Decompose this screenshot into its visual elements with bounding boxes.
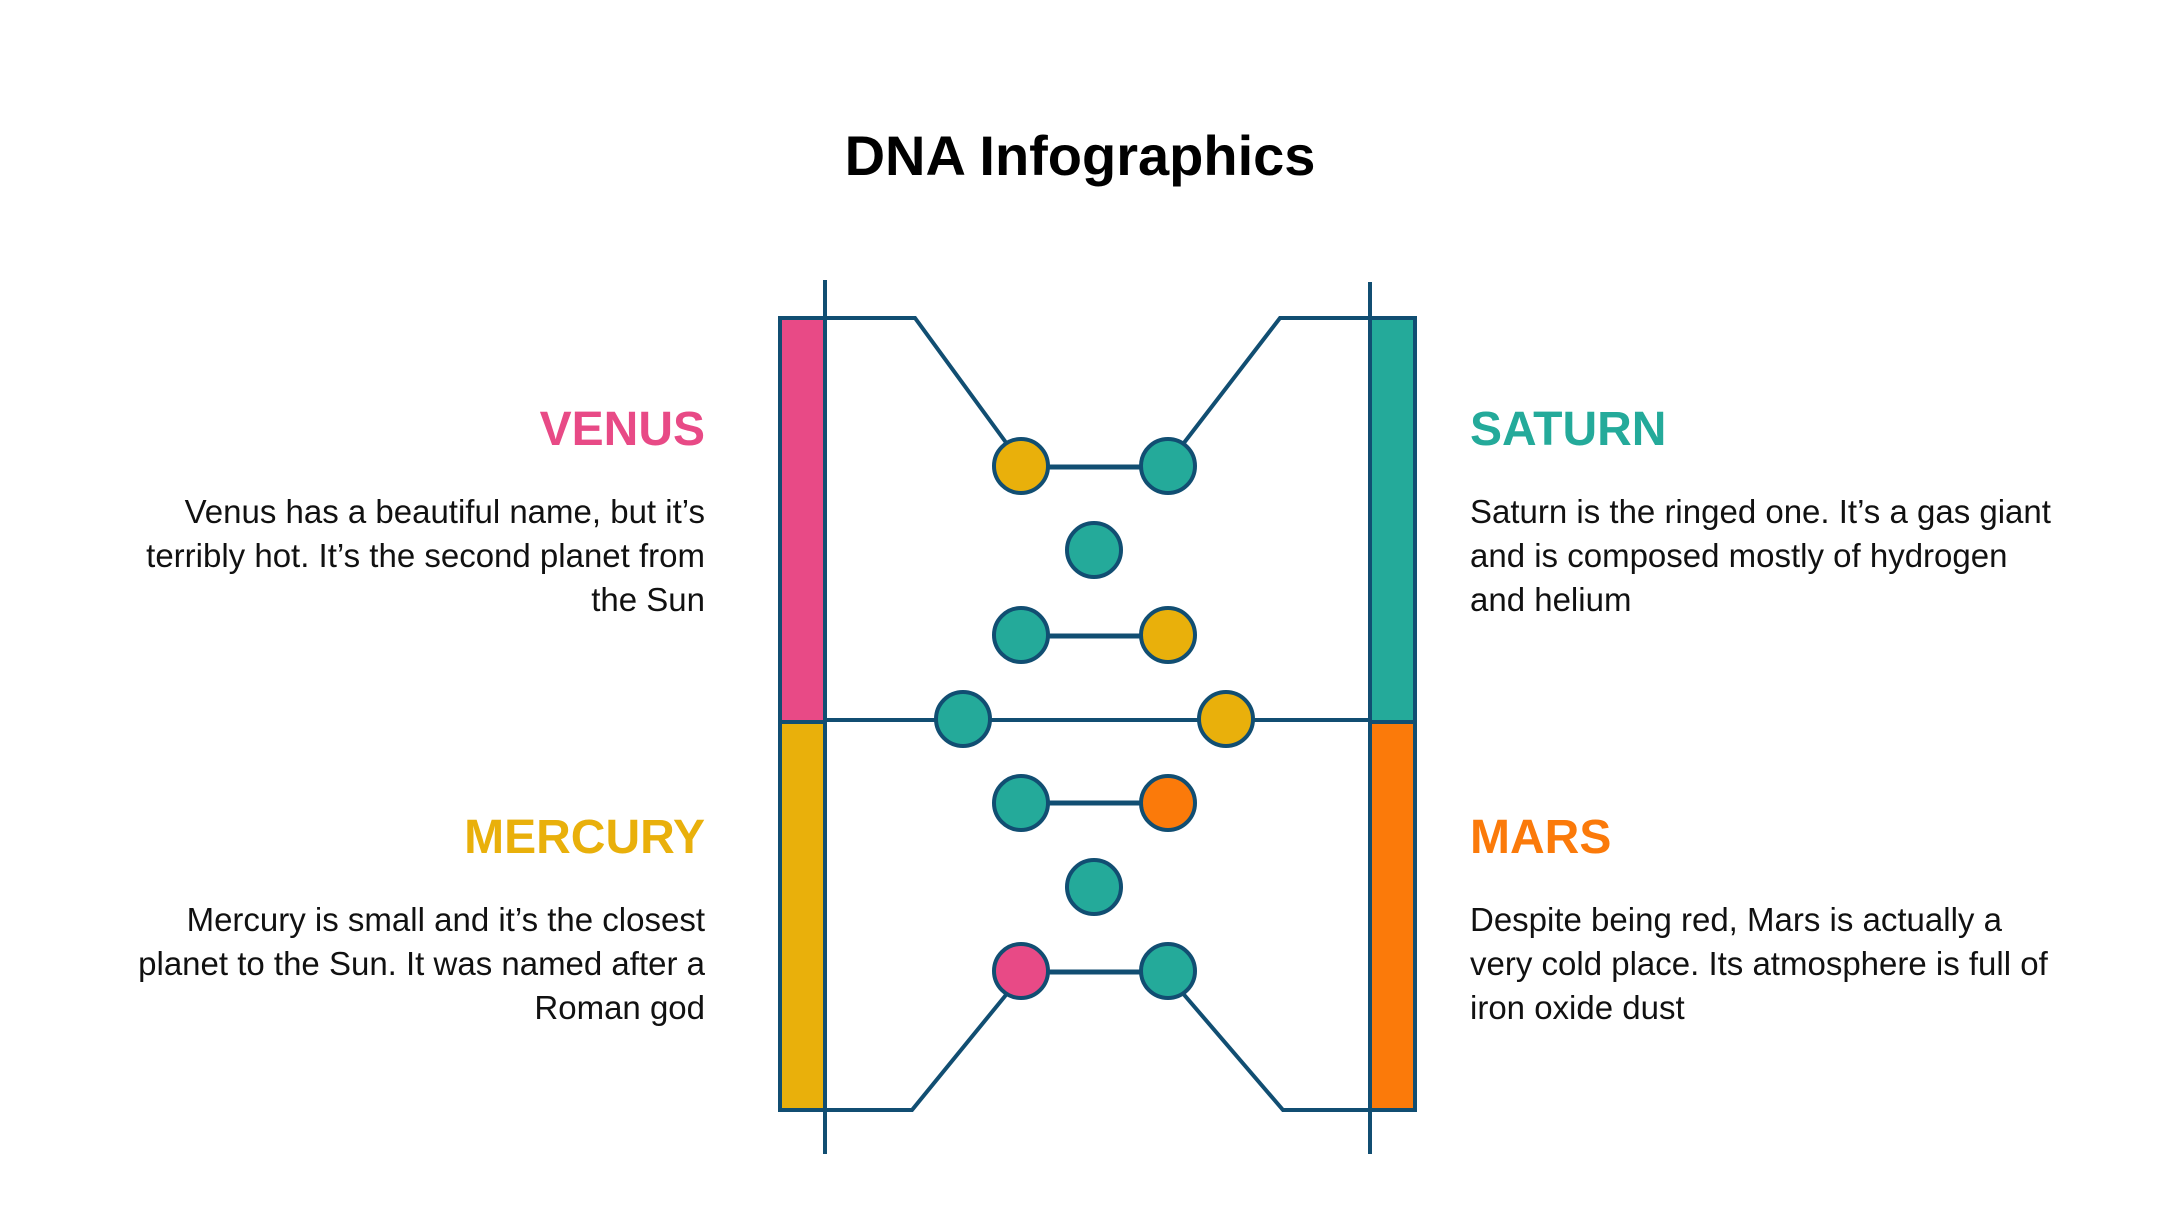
saturn-block: SATURN Saturn is the ringed one. It’s a … (1470, 400, 2070, 622)
node-yellow (1197, 690, 1255, 748)
mercury-heading: MERCURY (464, 811, 705, 864)
mercury-block: MERCURY Mercury is small and it’s the cl… (105, 808, 705, 1030)
node-pink (992, 942, 1050, 1000)
node-teal (1139, 437, 1197, 495)
mars-bar (1368, 720, 1417, 1112)
venus-bar (778, 316, 827, 724)
mars-heading: MARS (1470, 811, 1612, 864)
node-orange (1139, 774, 1197, 832)
upper-left-strand (825, 316, 1012, 450)
mars-text: Despite being red, Mars is actually a ve… (1470, 901, 2048, 1026)
node-yellow (1139, 606, 1197, 664)
node-teal-single (1065, 858, 1123, 916)
upper-right-strand (1178, 316, 1370, 450)
venus-block: VENUS Venus has a beautiful name, but it… (105, 400, 705, 622)
node-teal (1139, 942, 1197, 1000)
node-teal (992, 774, 1050, 832)
page-title: DNA Infographics (844, 124, 1316, 187)
mercury-bar (778, 720, 827, 1112)
mars-block: MARS Despite being red, Mars is actually… (1470, 808, 2070, 1030)
node-teal-single (1065, 521, 1123, 579)
saturn-bar (1368, 316, 1417, 724)
lower-left-strand (825, 988, 1012, 1112)
venus-heading: VENUS (539, 403, 705, 456)
node-yellow (992, 437, 1050, 495)
lower-right-strand (1178, 988, 1370, 1112)
venus-text: Venus has a beautiful name, but it’s ter… (146, 493, 705, 618)
saturn-text: Saturn is the ringed one. It’s a gas gia… (1470, 493, 2051, 618)
node-teal (992, 606, 1050, 664)
node-teal (934, 690, 992, 748)
mercury-text: Mercury is small and it’s the closest pl… (138, 901, 705, 1026)
saturn-heading: SATURN (1470, 403, 1667, 456)
